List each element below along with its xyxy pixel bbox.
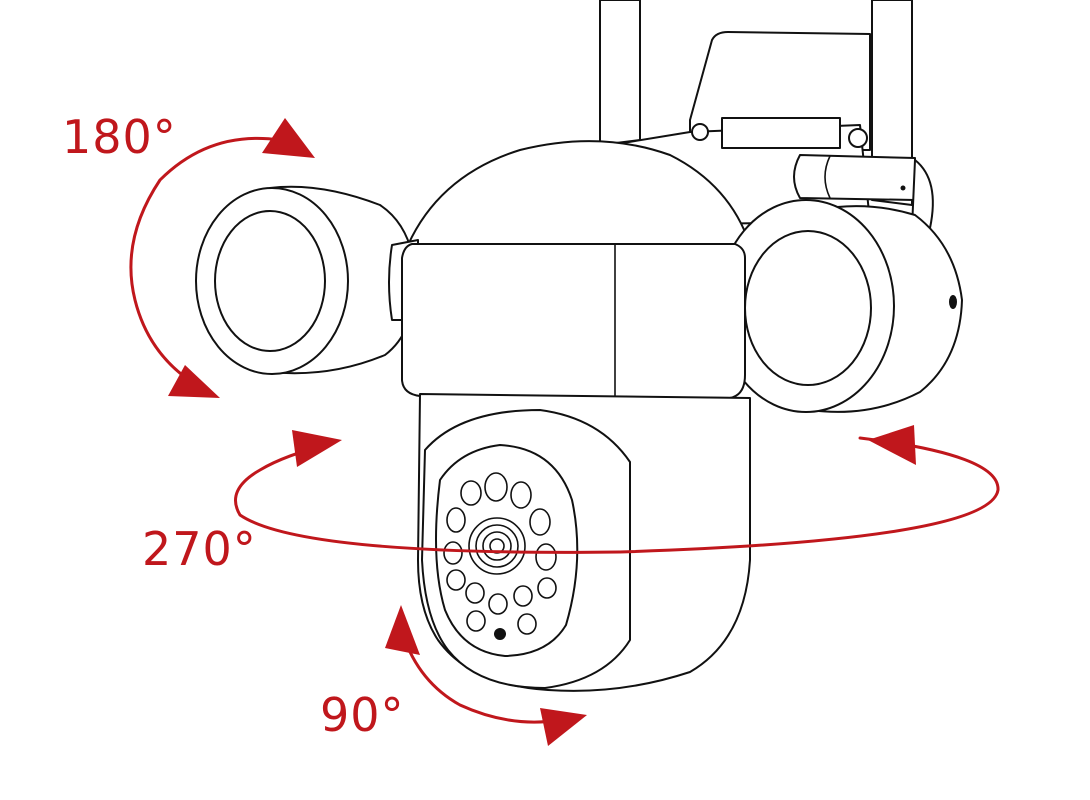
pan-angle-label: 270°	[142, 522, 257, 576]
pan-arrow-head-left	[292, 430, 342, 467]
pan-rotation-arc	[234, 436, 1000, 554]
camera-dome	[407, 140, 751, 246]
pan-arrow-head-right	[868, 425, 916, 465]
left-floodlight	[195, 185, 419, 375]
tilt-arrow-head-bottom	[540, 708, 587, 746]
camera-collar	[401, 243, 746, 399]
tilt-rotation-arc	[398, 623, 562, 724]
tilt-arrow-head-top	[385, 605, 420, 655]
floodlight-angle-label: 180°	[62, 110, 177, 164]
tilt-angle-label: 90°	[320, 688, 405, 742]
ir-led-ring	[443, 472, 557, 635]
floodlight-arrow-head-bottom	[168, 365, 220, 398]
rotation-arrows	[129, 118, 1000, 746]
floodlight-arrow-head-top	[262, 118, 315, 158]
light-sensor	[494, 628, 506, 640]
right-floodlight	[717, 199, 963, 413]
floodlight-rotation-arc	[129, 136, 282, 392]
